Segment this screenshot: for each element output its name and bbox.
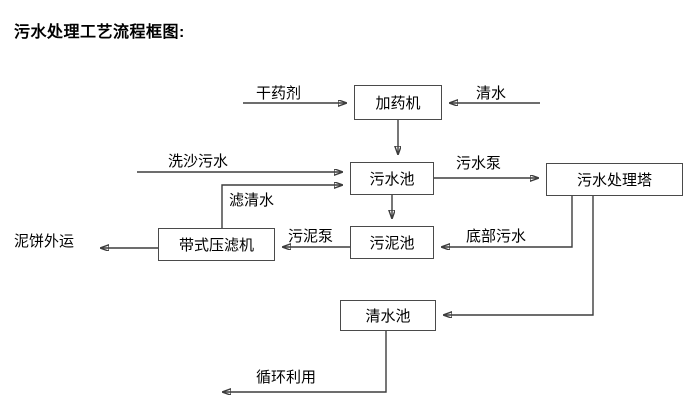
edge-label-sludge-pump: 污泥泵 xyxy=(288,228,334,245)
edge-label-sewage-pump: 污水泵 xyxy=(456,155,502,172)
node-treatment-tower-label: 污水处理塔 xyxy=(576,172,652,189)
wire-treatment-tower-to-clear-water-pool xyxy=(444,196,594,315)
edge-label-bottom-sewage: 底部污水 xyxy=(466,228,527,245)
edge-label-clean-water: 清水 xyxy=(476,85,507,102)
edge-label-dry-chemical: 干药剂 xyxy=(256,85,302,102)
edge-label-filtered-water: 滤清水 xyxy=(229,192,275,209)
node-sewage-pool[interactable]: 污水池 xyxy=(350,162,434,195)
node-sludge-pool-label: 污泥池 xyxy=(369,235,415,252)
node-sludge-pool[interactable]: 污泥池 xyxy=(350,226,434,259)
edge-label-sand-wash-sewage: 洗沙污水 xyxy=(168,153,229,170)
node-treatment-tower[interactable]: 污水处理塔 xyxy=(546,163,683,196)
node-clear-water-pool[interactable]: 清水池 xyxy=(340,300,436,331)
node-belt-filter-press[interactable]: 带式压滤机 xyxy=(158,228,275,261)
node-sewage-pool-label: 污水池 xyxy=(369,171,415,188)
node-belt-filter-press-label: 带式压滤机 xyxy=(178,237,254,254)
node-clear-water-pool-label: 清水池 xyxy=(365,308,411,325)
node-dosing-machine[interactable]: 加药机 xyxy=(354,85,442,120)
node-dosing-machine-label: 加药机 xyxy=(375,95,421,112)
page-title: 污水处理工艺流程框图: xyxy=(14,24,185,41)
edge-label-mud-cake-transport: 泥饼外运 xyxy=(14,233,75,250)
edge-label-recycling-reuse: 循环利用 xyxy=(256,369,317,386)
